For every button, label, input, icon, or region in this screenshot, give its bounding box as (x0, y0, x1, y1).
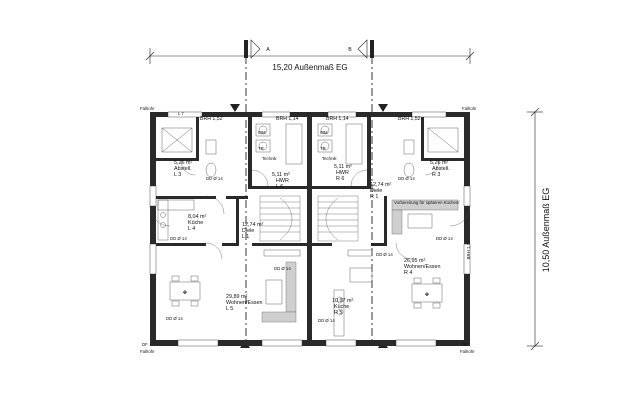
dd-note-4: DD Ø 14 (318, 318, 335, 323)
tr-left: TR (258, 146, 264, 151)
staircase-right (317, 195, 359, 242)
room-hwr-left: 5,11 m² HWR L 6 Technik (262, 156, 290, 190)
room-wohnen-right: 26,95 m² Wohnen/Essen R 4 (404, 258, 440, 276)
vorbereitung-note: Vorbereitung für späteren Küchen/ (394, 200, 460, 205)
kitchen-right-counter (333, 267, 373, 337)
dining-table-right: ✤ (411, 277, 443, 309)
staircase-left (259, 195, 301, 242)
room-hwr-right: 5,11 m² HWR R 6 Technik (322, 156, 352, 182)
wc-fixtures (205, 139, 415, 178)
svg-text:Abstell.: Abstell. (432, 166, 450, 172)
dd-note-8: DD Ø 14 (436, 236, 453, 241)
svg-text:L 4: L 4 (188, 226, 195, 232)
svg-text:Wohnen/Essen: Wohnen/Essen (404, 264, 440, 270)
svg-text:R 6: R 6 (336, 176, 344, 182)
hwr-right-fixtures (317, 123, 363, 165)
room-wohnen-left: 29,89 m² Wohnen/Essen L 5 (226, 294, 262, 312)
svg-text:Technik: Technik (262, 156, 277, 161)
svg-text:L 5: L 5 (226, 306, 233, 312)
svg-text:12,74 m²: 12,74 m² (242, 222, 263, 228)
room-diele-right: 12,74 m² Diele R 1 (370, 182, 391, 200)
dd-note-7: DD Ø 14 (170, 236, 187, 241)
room-kueche-right: 10,97 m² Küche R 5 (332, 298, 353, 316)
df-bottom-right: DF (462, 342, 468, 347)
height-dimension-label: 10,50 Außenmaß EG (541, 188, 551, 273)
svg-text:L 3: L 3 (174, 172, 181, 178)
svg-text:12,74 m²: 12,74 m² (370, 182, 391, 188)
dining-table-left: ✤ (169, 275, 201, 307)
fallrohr-bottom-right: Fallrohr (460, 349, 475, 354)
sofa-left (261, 261, 297, 323)
abstell-right-fixtures (427, 127, 459, 153)
fallrohr-top-right: Fallrohr (462, 106, 477, 111)
svg-text:L 6: L 6 (276, 184, 283, 190)
door-swings (149, 160, 471, 260)
svg-text:26,95 m²: 26,95 m² (404, 258, 425, 264)
tv-unit-left (263, 249, 301, 257)
dd-note-6: DD Ø 14 (398, 176, 415, 181)
df-bottom-left: DF (142, 342, 148, 347)
svg-text:HWR: HWR (276, 178, 289, 184)
abstell-left-fixtures (161, 127, 193, 153)
tv-unit-right (347, 249, 373, 257)
section-marker-a: A (244, 39, 270, 120)
section-b-label: B (348, 47, 352, 53)
hwr-left-fixtures (255, 123, 303, 165)
brh-mid-left: BRH 1,14 (276, 116, 299, 122)
svg-text:5,11 m²: 5,11 m² (334, 164, 352, 170)
svg-text:10,97 m²: 10,97 m² (332, 298, 353, 304)
exterior-walls (149, 111, 471, 347)
sofa-right (391, 199, 459, 235)
room-diele-left: 12,74 m² Diele L 1 (242, 222, 263, 240)
svg-text:✤: ✤ (425, 292, 429, 298)
fallrohr-top-left: Fallrohr (140, 106, 155, 111)
svg-text:Diele: Diele (370, 188, 382, 194)
svg-text:Technik: Technik (322, 156, 337, 161)
section-a-label: A (266, 47, 270, 53)
dd-note-5: DD Ø 14 (206, 176, 223, 181)
notes: Vorbereitung für späteren Küchen/ DD Ø 1… (166, 130, 460, 323)
room-abstell-left: 5,26 m² Abstell. L 3 (174, 160, 192, 178)
width-dimension-label: 15,20 Außenmaß EG (272, 63, 347, 72)
brh-left: BRH 1,52 (200, 116, 223, 122)
side-labels: BRH 1,77 DF Fallrohr DF Fallrohr (140, 240, 475, 354)
section-marker-b: B (348, 39, 374, 120)
svg-text:Küche: Küche (188, 220, 203, 226)
svg-text:R 3: R 3 (432, 172, 440, 178)
brh-right-side: BRH 1,77 (466, 240, 471, 259)
height-dimension: 10,50 Außenmaß EG (527, 107, 551, 351)
brh-right: BRH 1,52 (398, 116, 421, 122)
svg-text:Wohnen/Essen: Wohnen/Essen (226, 300, 262, 306)
dd-note-3: DD Ø 14 (166, 316, 183, 321)
svg-text:Abstell.: Abstell. (174, 166, 192, 172)
svg-text:8,04 m²: 8,04 m² (188, 214, 206, 220)
room-kueche-left: 8,04 m² Küche L 4 (188, 214, 206, 232)
svg-text:5,26 m²: 5,26 m² (174, 160, 192, 166)
wm-right: WM (320, 130, 328, 135)
svg-text:5,26 m²: 5,26 m² (430, 160, 448, 166)
top-labels: Fallrohr Fallrohr L 7 BRH 1,52 BRH 1,14 … (140, 106, 477, 122)
brh-mid-right: BRH 1,14 (326, 116, 349, 122)
room-abstell-right: 5,26 m² Abstell. R 3 (430, 160, 450, 178)
tr-right: TR (320, 146, 326, 151)
svg-text:29,89 m²: 29,89 m² (226, 294, 247, 300)
dd-note-2: DD Ø 14 (376, 252, 393, 257)
interior-walls (156, 117, 464, 340)
svg-text:Diele: Diele (242, 228, 254, 234)
svg-text:✤: ✤ (183, 290, 187, 296)
dd-note-1: DD Ø 14 (274, 266, 291, 271)
svg-text:R 1: R 1 (370, 194, 378, 200)
fallrohr-bottom-left: Fallrohr (140, 349, 155, 354)
kitchen-left-counter (157, 199, 195, 241)
svg-text:L 1: L 1 (242, 234, 249, 240)
svg-text:R 5: R 5 (334, 310, 342, 316)
svg-text:5,11 m²: 5,11 m² (272, 172, 290, 178)
wm-left: WM (258, 130, 266, 135)
svg-text:R 4: R 4 (404, 270, 412, 276)
width-dimension: 15,20 Außenmaß EG (145, 48, 475, 72)
svg-text:Küche: Küche (334, 304, 349, 310)
svg-text:HWR: HWR (336, 170, 349, 176)
l7-label: L 7 (178, 111, 184, 116)
